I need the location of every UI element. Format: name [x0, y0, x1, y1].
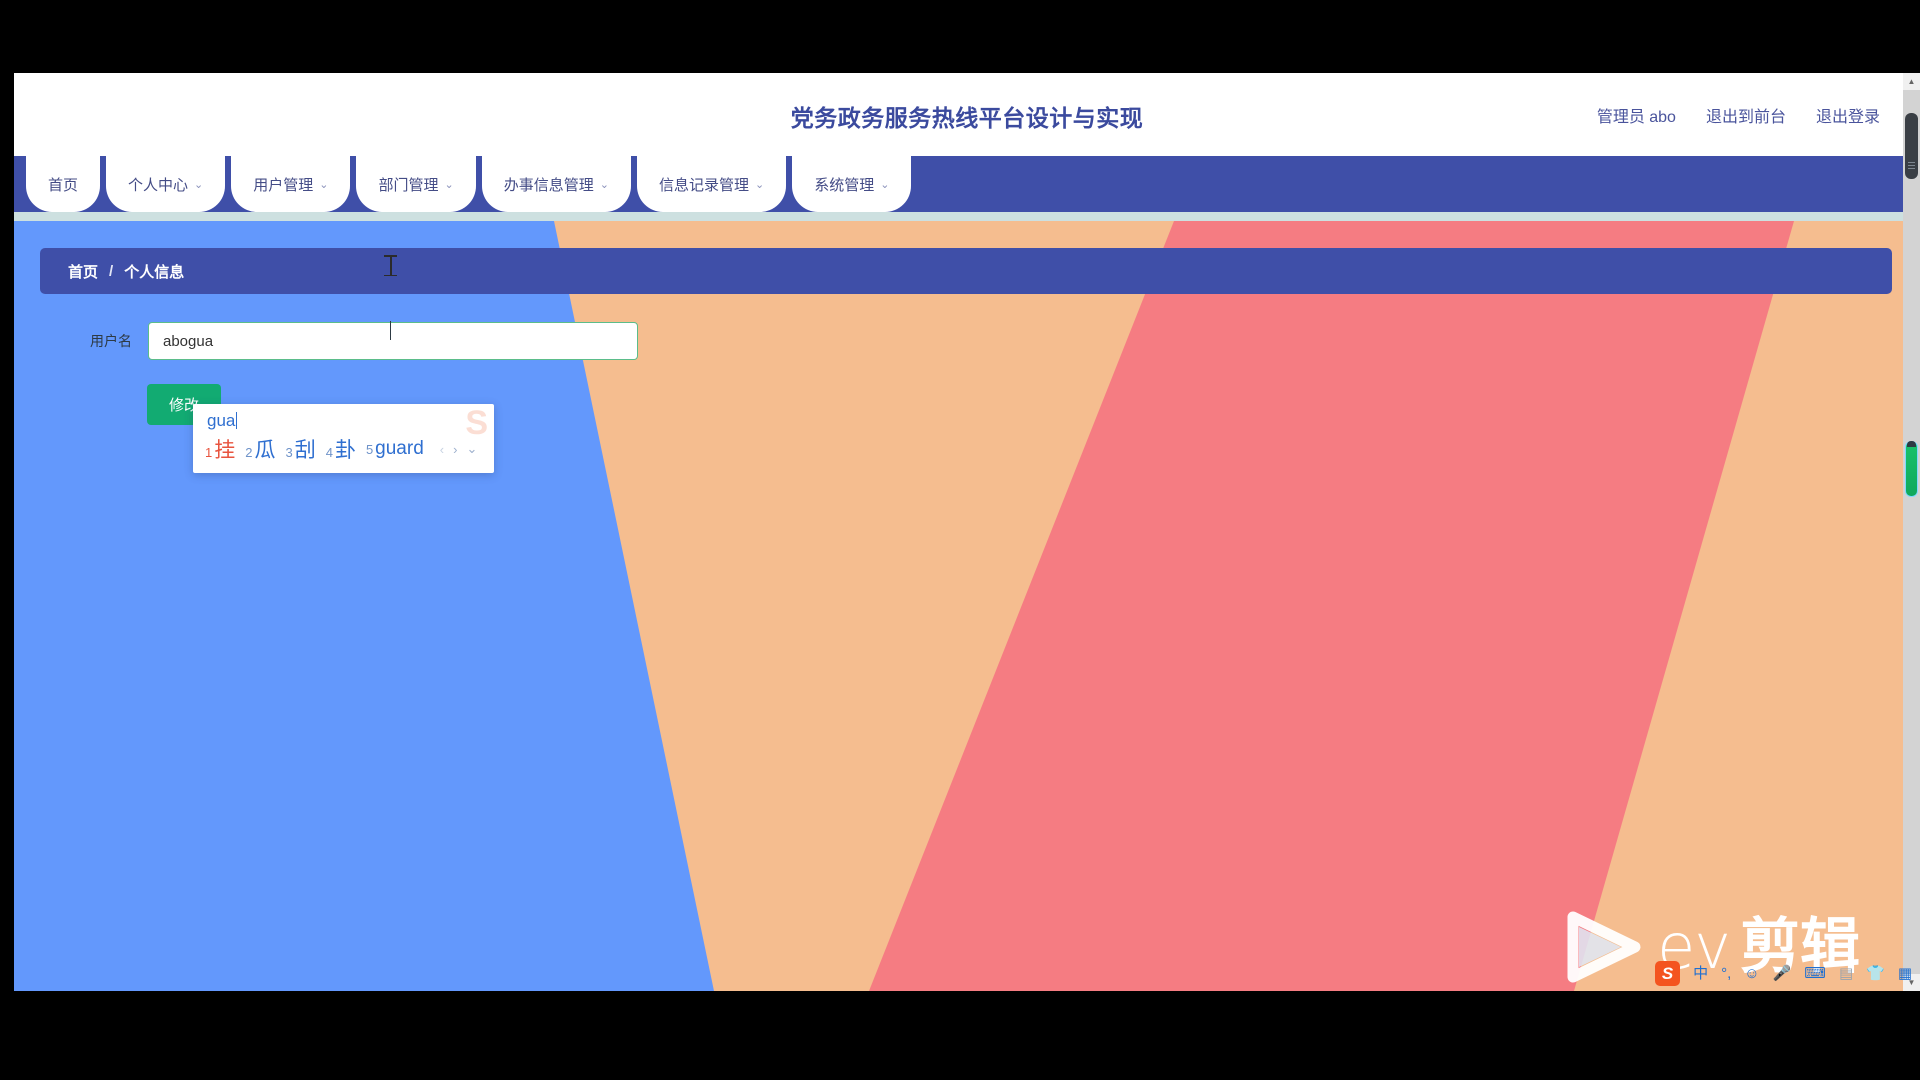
ime-candidate-word: guard [375, 438, 424, 459]
nav-item-label: 信息记录管理 [658, 176, 749, 194]
browser-viewport: 党务政务服务热线平台设计与实现 管理员 abo 退出到前台 退出登录 首页 个人… [14, 73, 1920, 991]
breadcrumb-current: 个人信息 [124, 263, 185, 281]
punctuation-mode-icon[interactable]: °, [1721, 965, 1732, 982]
bg-orange-far-right [1574, 221, 1920, 991]
nav-item-label: 首页 [48, 176, 79, 194]
voice-input-icon[interactable]: 🎤 [1772, 965, 1792, 982]
scroll-up-arrow[interactable]: ▲ [1903, 73, 1920, 90]
chevron-down-icon: ⌄ [599, 178, 609, 191]
chevron-down-icon: ⌄ [194, 178, 204, 191]
ime-candidate-2[interactable]: 2 瓜 [245, 434, 275, 464]
ime-candidate-1[interactable]: 1 挂 [205, 434, 235, 464]
chevron-down-icon: ⌄ [754, 178, 765, 191]
logout-link[interactable]: 退出登录 [1815, 109, 1880, 126]
username-label: 用户名 [90, 333, 132, 349]
nav-item-label: 系统管理 [814, 176, 875, 194]
sogou-ime-toolbar: S 中 °, ☺ 🎤 ⌨ ▤ 👕 ▦ [1651, 959, 1916, 988]
ime-candidate-5[interactable]: 5 guard [366, 438, 424, 460]
scroll-down-arrow[interactable]: ▼ [1903, 974, 1920, 991]
chevron-down-icon: ⌄ [444, 178, 454, 191]
breadcrumb: 首页 / 个人信息 [40, 248, 1892, 294]
ime-candidate-word: 瓜 [254, 439, 276, 462]
ime-expand-icon[interactable]: ⌄ [466, 441, 478, 456]
background-shapes [14, 73, 1920, 991]
chevron-down-icon: ⌄ [319, 178, 329, 191]
header-links: 管理员 abo 退出到前台 退出登录 [1597, 103, 1880, 127]
soft-keyboard-icon[interactable]: ⌨ [1804, 965, 1826, 982]
language-mode-icon[interactable]: 中 [1693, 965, 1709, 982]
nav-item-affairs-info-management[interactable]: 办事信息管理 ⌄ [481, 156, 631, 212]
toolbox-icon[interactable]: ▦ [1897, 965, 1912, 982]
ime-page-nav: ‹ › ⌄ [440, 441, 478, 457]
nav-item-label: 部门管理 [378, 176, 439, 194]
username-field-row: 用户名 [74, 322, 638, 360]
nav-list: 首页 个人中心 ⌄ 用户管理 ⌄ 部门管理 ⌄ 办事信息管理 ⌄ [14, 156, 1920, 212]
page-header: 党务政务服务热线平台设计与实现 管理员 abo 退出到前台 退出登录 [14, 73, 1920, 156]
ime-candidate-4[interactable]: 4 卦 [326, 434, 356, 464]
ime-candidate-index: 5 [365, 442, 374, 457]
ime-prev-page-icon[interactable]: ‹ [439, 441, 445, 457]
ime-caret [236, 412, 238, 429]
skin-icon[interactable]: 👕 [1866, 965, 1885, 982]
nav-item-home[interactable]: 首页 [26, 156, 101, 212]
nav-item-user-management[interactable]: 用户管理 ⌄ [231, 156, 351, 212]
nav-item-label: 办事信息管理 [503, 176, 594, 194]
emoji-icon[interactable]: ☺ [1744, 965, 1760, 982]
nav-item-label: 用户管理 [253, 176, 314, 194]
text-cursor [390, 321, 391, 340]
ime-next-page-icon[interactable]: › [453, 441, 458, 457]
ime-candidate-3[interactable]: 3 刮 [285, 434, 315, 464]
nav-item-label: 个人中心 [128, 176, 189, 194]
nav-item-department-management[interactable]: 部门管理 ⌄ [356, 156, 476, 212]
ime-composition-text: gua [207, 411, 236, 430]
scrollbar-thumb-secondary[interactable] [1905, 441, 1918, 497]
decorative-background [14, 73, 1920, 991]
nav-item-system-management[interactable]: 系统管理 ⌄ [792, 156, 912, 212]
ime-candidate-popup[interactable]: S gua 1 挂 2 瓜 3 刮 4 卦 [193, 404, 494, 473]
ime-composition-row: gua [193, 404, 494, 433]
breadcrumb-home[interactable]: 首页 [68, 263, 99, 281]
scrollbar-thumb[interactable] [1905, 113, 1918, 179]
ime-candidate-word: 卦 [334, 439, 356, 462]
mouse-ibeam-cursor [384, 255, 397, 276]
exit-to-frontend-link[interactable]: 退出到前台 [1705, 109, 1786, 126]
sogou-logo-icon[interactable]: S [1655, 961, 1681, 986]
ime-candidate-word: 刮 [294, 439, 316, 462]
ime-candidate-word: 挂 [214, 439, 236, 462]
username-input[interactable] [148, 322, 638, 360]
page-title: 党务政务服务热线平台设计与实现 [790, 105, 1144, 131]
vertical-scrollbar[interactable]: ▲ ▼ [1903, 73, 1920, 991]
ime-candidate-list: 1 挂 2 瓜 3 刮 4 卦 5 guard [193, 433, 494, 473]
user-card-icon[interactable]: ▤ [1838, 965, 1854, 982]
ime-candidate-index: 2 [245, 445, 253, 460]
main-navbar: 首页 个人中心 ⌄ 用户管理 ⌄ 部门管理 ⌄ 办事信息管理 ⌄ [14, 156, 1920, 212]
nav-item-personal-center[interactable]: 个人中心 ⌄ [106, 156, 226, 212]
nav-item-info-record-management[interactable]: 信息记录管理 ⌄ [636, 156, 787, 212]
ime-candidate-index: 4 [325, 445, 333, 460]
breadcrumb-separator: / [109, 262, 114, 280]
ime-candidate-index: 1 [205, 445, 213, 460]
admin-user-label[interactable]: 管理员 abo [1596, 109, 1676, 126]
chevron-down-icon: ⌄ [880, 178, 890, 191]
ime-candidate-index: 3 [285, 445, 293, 460]
